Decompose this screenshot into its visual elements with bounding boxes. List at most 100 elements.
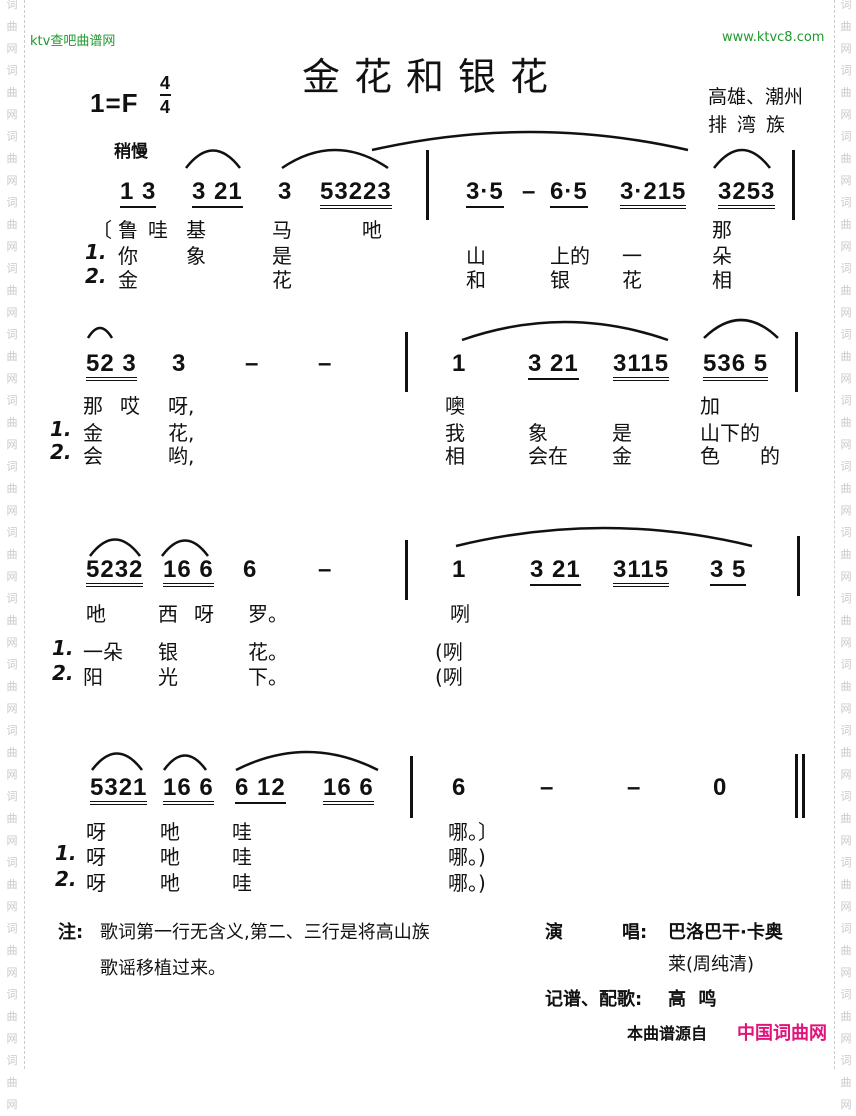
lyric: 象	[186, 244, 206, 268]
lyric: 那	[83, 394, 103, 418]
note-line2: 歌谣移植过来。	[100, 958, 226, 979]
singer-label-a: 演	[545, 922, 563, 943]
note-group: 5321	[90, 774, 148, 805]
note-group: 6	[452, 774, 466, 802]
lyric: 一	[622, 244, 642, 268]
watermark-char: 网	[6, 702, 18, 715]
watermark-char: 曲	[840, 944, 852, 957]
lyric: 哪。〕	[448, 820, 498, 844]
lyric: 罗。	[248, 602, 288, 626]
note-text: 536 5	[703, 350, 769, 381]
lyric: 下。	[248, 665, 288, 689]
watermark-char: 网	[840, 174, 852, 187]
lyric: 色	[700, 444, 720, 468]
note-text: 6 12	[235, 774, 286, 804]
note-text: 16 6	[163, 774, 214, 805]
lyric: 金	[612, 444, 632, 468]
slur	[160, 539, 210, 557]
note-group: 53223	[320, 178, 392, 209]
watermark-char: 词	[840, 658, 852, 671]
arranger-label: 记谱、配歌:	[545, 989, 643, 1010]
watermark-char: 网	[6, 504, 18, 517]
watermark-char: 网	[840, 636, 852, 649]
note-group: 3115	[613, 556, 670, 587]
note-group: 536 5	[703, 350, 769, 381]
bar-line	[792, 150, 795, 220]
watermark-char: 网	[6, 834, 18, 847]
watermark-char: 词	[840, 460, 852, 473]
watermark-char: 网	[840, 1098, 852, 1111]
note-group: 3115	[613, 350, 670, 381]
watermark-char: 词	[6, 262, 18, 275]
watermark-char: 词	[6, 130, 18, 143]
lyric: 和	[466, 268, 486, 292]
lyric: 花。	[248, 640, 288, 664]
watermark-char: 曲	[840, 1010, 852, 1023]
note-text: 5232	[86, 556, 144, 587]
slur	[91, 752, 143, 771]
watermark-char: 曲	[6, 548, 18, 561]
watermark-char: 曲	[6, 218, 18, 231]
source-label: 本曲谱源自	[627, 1024, 708, 1043]
lyric: 那	[712, 218, 732, 242]
singer-line2: 莱(周纯清)	[668, 954, 755, 975]
tempo-mark: 稍慢	[114, 142, 148, 162]
lyric: 是	[612, 421, 632, 445]
note-text: 3·215	[620, 178, 687, 209]
watermark-char: 词	[840, 790, 852, 803]
lyric: 花	[272, 268, 292, 292]
watermark-char: 词	[840, 262, 852, 275]
slur	[455, 526, 753, 548]
watermark-char: 曲	[840, 1076, 852, 1089]
origin-line1: 高雄、潮州	[708, 86, 804, 108]
watermark-char: 网	[6, 108, 18, 121]
watermark-char: 网	[6, 306, 18, 319]
note-group: –	[318, 556, 332, 584]
watermark-char: 词	[840, 526, 852, 539]
lyric: 哇	[232, 871, 252, 895]
watermark-char: 曲	[6, 416, 18, 429]
note-text: 3115	[613, 350, 670, 381]
watermark-char: 曲	[6, 350, 18, 363]
note-group: 16 6	[163, 556, 214, 587]
watermark-char: 曲	[6, 614, 18, 627]
watermark-char: 网	[840, 42, 852, 55]
slur	[281, 148, 389, 170]
note-text: 3253	[718, 178, 776, 209]
lyric: 2.	[52, 661, 74, 685]
note-group: 3 21	[528, 350, 579, 380]
lyric: 呀	[86, 845, 106, 869]
watermark-char: 网	[840, 1032, 852, 1045]
watermark-char: 词	[6, 658, 18, 671]
note-group: 3	[172, 350, 186, 378]
watermark-char: 网	[840, 372, 852, 385]
lyric: 上的	[550, 244, 590, 268]
watermark-char: 网	[6, 174, 18, 187]
note-text: –	[540, 774, 555, 801]
note-group: –	[540, 774, 554, 802]
side-watermark-left: 词曲网词曲网词曲网词曲网词曲网词曲网词曲网词曲网词曲网词曲网词曲网词曲网词曲网词…	[4, 0, 20, 1116]
watermark-char: 词	[840, 1054, 852, 1067]
side-watermark-right: 词曲网词曲网词曲网词曲网词曲网词曲网词曲网词曲网词曲网词曲网词曲网词曲网词曲网词…	[838, 0, 854, 1116]
note-group: –	[245, 350, 259, 378]
watermark-char: 曲	[6, 944, 18, 957]
lyric: 山	[466, 244, 486, 268]
watermark-char: 曲	[6, 680, 18, 693]
lyric: 哪。)	[448, 845, 486, 869]
lyric: 吔	[362, 218, 382, 242]
watermark-char: 曲	[6, 20, 18, 33]
slur	[713, 148, 771, 169]
note-group: 1	[452, 350, 466, 378]
watermark-char: 词	[840, 988, 852, 1001]
note-text: –	[627, 774, 642, 801]
lyric: 呀,	[168, 394, 195, 418]
note-text: 16 6	[323, 774, 374, 805]
watermark-char: 曲	[840, 416, 852, 429]
watermark-char: 词	[6, 328, 18, 341]
bar-line	[410, 756, 413, 818]
lyric: 基	[186, 218, 206, 242]
watermark-char: 网	[6, 438, 18, 451]
lyric: 你	[118, 244, 138, 268]
left-margin-line	[24, 0, 25, 1069]
lyric: 会在	[528, 444, 568, 468]
